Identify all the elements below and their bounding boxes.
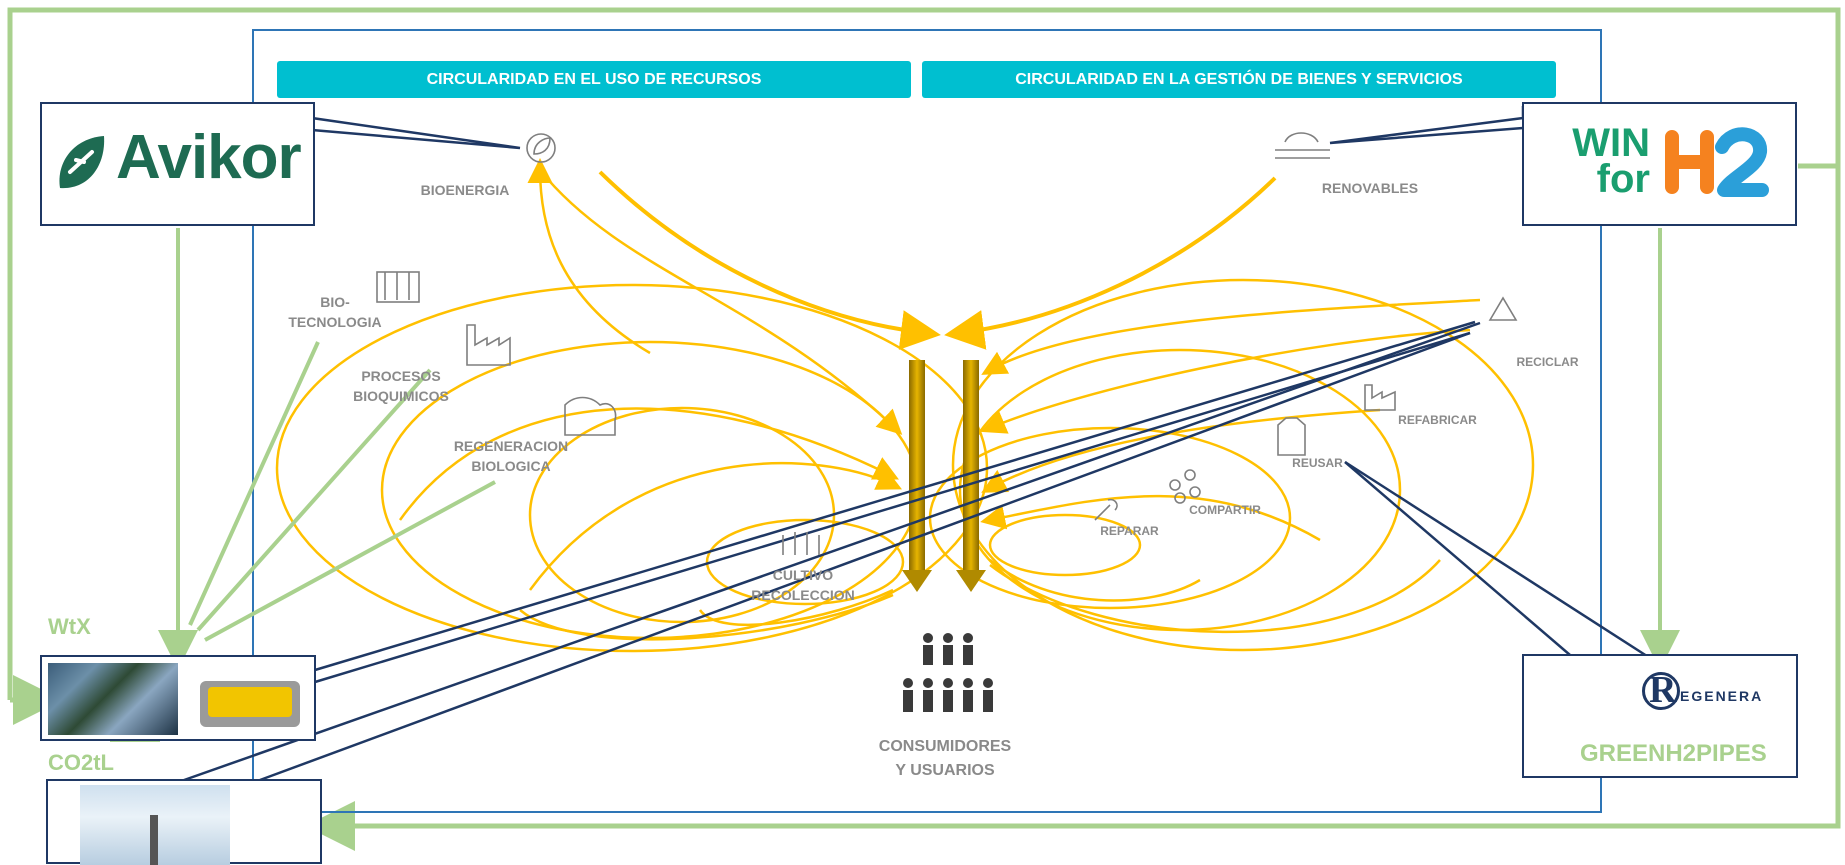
regenera-logo-icon (1642, 672, 1680, 710)
green-connectors (110, 228, 1680, 742)
banner-recursos: CIRCULARIDAD EN EL USO DE RECURSOS (277, 61, 911, 98)
avikor-box: Avikor (40, 102, 315, 226)
greenh2pipes-box: R EGENERA GREENH2PIPES (1522, 654, 1798, 778)
co2tl-box (46, 779, 322, 865)
for-text: for (1596, 157, 1650, 201)
label-refabricar: REFABRICAR (1398, 413, 1477, 427)
avikor-leaf-icon (59, 136, 105, 189)
label-procesos: PROCESOS (361, 368, 441, 384)
gold-bars (902, 360, 986, 592)
green-frame-top (7, 7, 1841, 700)
label-bio: BIO- (320, 294, 350, 310)
label-usuarios: Y USUARIOS (895, 762, 995, 779)
label-reciclar: RECICLAR (1516, 355, 1579, 369)
avikor-logo-text: Avikor (116, 123, 302, 192)
resource-icons (376, 132, 1518, 555)
win-for-h2-box: WIN for (1522, 102, 1797, 226)
regenera-text: EGENERA (1680, 688, 1764, 704)
label-biologica: BIOLOGICA (471, 458, 551, 474)
return-arrows (519, 559, 1441, 641)
label-reusar: REUSAR (1292, 456, 1343, 470)
h2-logo-icon (1665, 127, 1769, 197)
win-text: WIN (1572, 121, 1650, 165)
regenera-r-letter: R (1649, 669, 1677, 711)
label-reparar: REPARAR (1100, 524, 1159, 538)
people-icon (903, 633, 993, 712)
renovables-arrow (944, 176, 1277, 350)
label-bioquimicos: BIOQUIMICOS (353, 388, 449, 404)
wtx-box (40, 655, 316, 741)
label-renovables: RENOVABLES (1321, 180, 1419, 196)
bioenergia-arrow (598, 170, 941, 350)
wtx-label: WtX (48, 614, 91, 639)
label-compartir: COMPARTIR (1189, 503, 1261, 517)
fryer-oil-image (190, 663, 308, 735)
label-regeneracion: REGENERACION (453, 438, 569, 454)
main-frame (252, 29, 1602, 813)
co2tl-label: CO2tL (48, 750, 114, 775)
greenh2pipes-label: GREENH2PIPES (1580, 740, 1767, 767)
navy-connectors (169, 106, 1651, 787)
label-consumidores: CONSUMIDORES (878, 738, 1012, 755)
green-frame-bottom (305, 166, 1841, 851)
label-cultivo: CULTIVO (772, 567, 834, 583)
plastic-waste-image (48, 663, 178, 735)
label-bioenergia: BIOENERGIA (420, 182, 510, 198)
label-recoleccion: RECOLECCION (751, 587, 855, 603)
smokestack-image (80, 785, 230, 865)
label-tecnologia: TECNOLOGIA (288, 314, 382, 330)
banner-bienes-servicios: CIRCULARIDAD EN LA GESTIÓN DE BIENES Y S… (922, 61, 1556, 98)
